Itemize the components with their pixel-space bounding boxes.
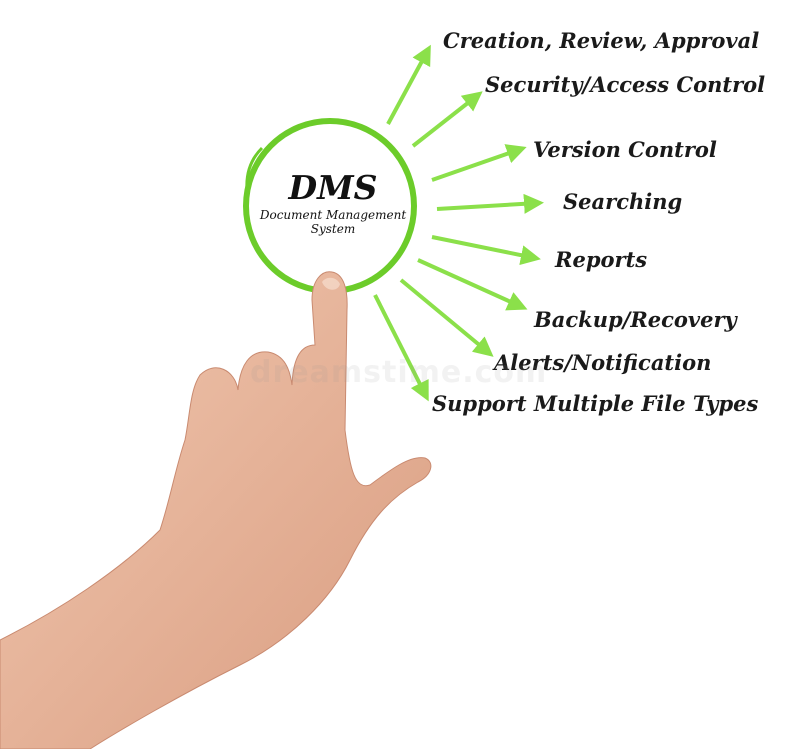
center-subtitle-line-1: Document Management: [259, 208, 407, 222]
feature-label-1: Creation, Review, Approval: [443, 28, 760, 53]
pointing-hand-icon: [0, 271, 432, 749]
feature-label-8: Support Multiple File Types: [432, 391, 759, 416]
arrows-group: [373, 44, 544, 402]
arrow-1: [386, 44, 431, 125]
watermark: dreamstime.com: [250, 355, 548, 390]
arrow-4: [436, 193, 544, 214]
feature-label-6: Backup/Recovery: [534, 307, 737, 332]
center-title: DMS: [288, 168, 378, 207]
arrow-6: [417, 258, 528, 311]
arrow-5: [431, 235, 541, 266]
arrow-8: [373, 294, 429, 402]
feature-label-3: Version Control: [533, 137, 717, 162]
feature-label-2: Security/Access Control: [485, 72, 766, 97]
arrow-3: [431, 144, 527, 182]
arrow-2: [411, 91, 483, 148]
feature-label-4: Searching: [563, 189, 683, 214]
arrow-7: [399, 278, 494, 357]
feature-label-7: Alerts/Notification: [494, 350, 712, 375]
center-subtitle-line-2: System: [310, 222, 356, 236]
feature-label-5: Reports: [555, 247, 648, 272]
center-subtitle: Document Management System: [248, 208, 418, 236]
